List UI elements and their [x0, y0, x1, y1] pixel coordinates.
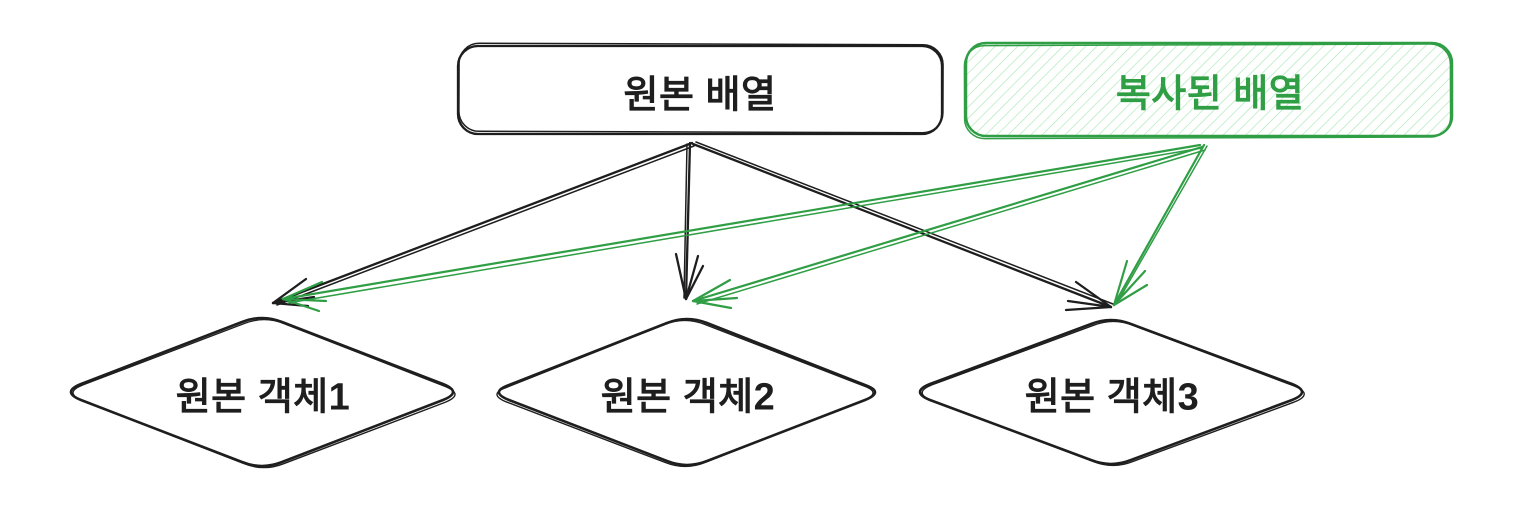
original-array-node [456, 42, 944, 136]
original-object-1-label: 원본 객체1 [175, 376, 351, 419]
edge-copied-array-to-object-1 [281, 143, 1203, 313]
original-object-3-node [918, 318, 1305, 467]
original-object-1-node [69, 316, 456, 469]
original-object-2-node [496, 317, 877, 468]
copied-array-node [963, 41, 1454, 140]
edge-original-array-to-object-2 [674, 141, 705, 301]
edge-original-array-to-object-3 [691, 141, 1114, 312]
edge-original-array-to-object-1 [271, 141, 695, 308]
original-object-3-label: 원본 객체3 [1024, 376, 1200, 419]
copied-array-label: 복사된 배열 [1115, 73, 1305, 116]
edge-copied-array-to-object-2 [691, 145, 1206, 310]
edge-copied-array-to-object-3 [1112, 143, 1208, 307]
original-object-2-label: 원본 객체2 [600, 376, 776, 419]
original-array-label: 원본 배열 [623, 74, 777, 117]
